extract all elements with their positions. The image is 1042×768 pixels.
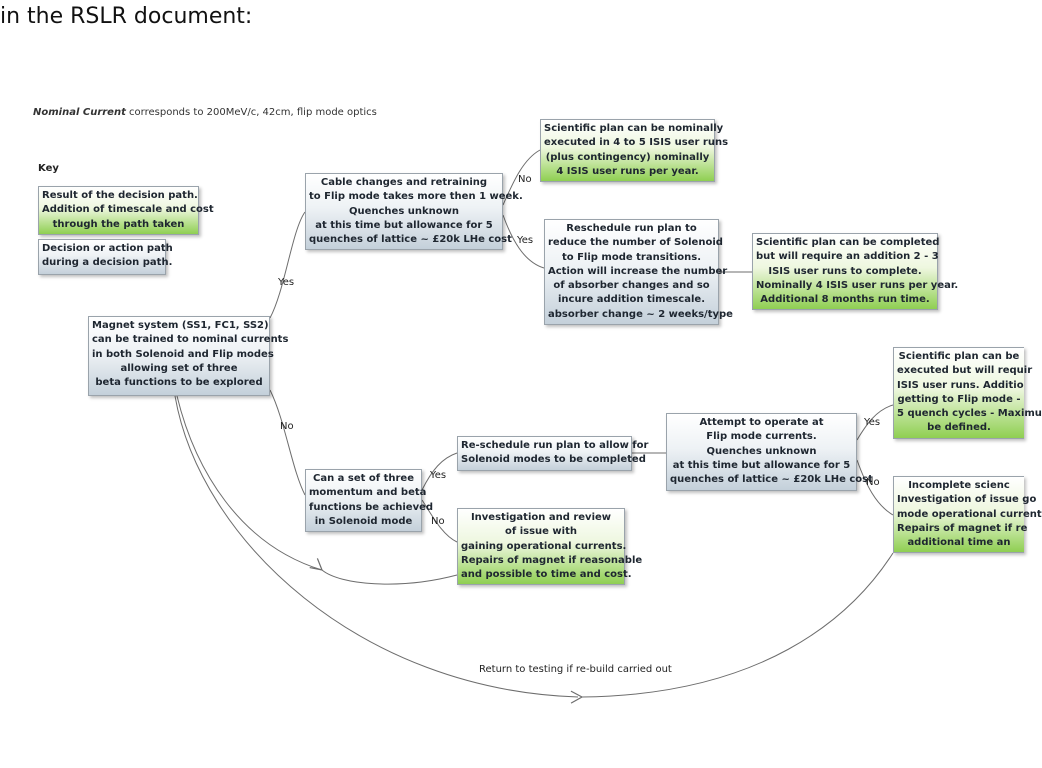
node-investigation: Investigation and review of issue with g… xyxy=(457,508,642,585)
edge-label-three-yes: Yes xyxy=(430,470,447,481)
edge-cable-to-reschedule-flip xyxy=(502,214,545,269)
nominal-current-description: corresponds to 200MeV/c, 42cm, flip mode… xyxy=(125,107,377,118)
node-sci-plan-nominal: Scientific plan can be nominally execute… xyxy=(540,119,728,182)
edge-incomplete-return xyxy=(570,552,894,704)
edge-three-momentum-to-investigation xyxy=(421,499,458,543)
edge-magnet-inner-arc xyxy=(176,395,323,571)
edge-big-return-arc xyxy=(174,395,579,698)
node-sci-plan-partial: Scientific plan can be executed but will… xyxy=(893,347,1042,439)
edge-label-three-no: No xyxy=(431,516,445,527)
page-heading: in the RSLR document: xyxy=(0,4,253,29)
edge-cable-to-sci-nominal xyxy=(502,149,541,206)
edge-label-magnet-yes: Yes xyxy=(278,277,295,288)
edge-magnet-to-cable xyxy=(269,211,306,319)
node-reschedule-flip: Reschedule run plan to reduce the number… xyxy=(544,219,733,325)
edge-label-cable-yes: Yes xyxy=(517,235,534,246)
edge-three-momentum-to-reschedule-solenoid xyxy=(421,452,458,491)
edge-label-attempt-yes: Yes xyxy=(864,417,881,428)
edge-attempt-to-sci-partial xyxy=(856,404,894,441)
node-reschedule-solenoid: Re-schedule run plan to allow for Soleno… xyxy=(457,436,648,471)
node-magnet-system: Magnet system (SS1, FC1, SS2) can be tra… xyxy=(88,316,288,396)
edge-label-return: Return to testing if re-build carried ou… xyxy=(479,664,672,675)
key-decision-box: Decision or action path during a decisio… xyxy=(38,239,173,275)
key-title: Key xyxy=(38,163,59,174)
edge-label-attempt-no: No xyxy=(866,477,880,488)
node-sci-plan-completed: Scientific plan can be completed but wil… xyxy=(752,233,958,310)
node-cable-changes: Cable changes and retraining to Flip mod… xyxy=(305,173,523,250)
edge-investigation-return xyxy=(309,558,458,585)
edge-attempt-to-incomplete xyxy=(856,459,894,516)
nominal-current-note: Nominal Current corresponds to 200MeV/c,… xyxy=(33,107,377,118)
node-attempt-flip: Attempt to operate at Flip mode currents… xyxy=(666,413,873,491)
node-incomplete-science: Incomplete scienc Investigation of issue… xyxy=(893,476,1042,553)
key-result-box: Result of the decision path. Addition of… xyxy=(38,186,214,235)
nominal-current-term: Nominal Current xyxy=(33,107,126,118)
edge-label-magnet-no: No xyxy=(280,421,294,432)
edge-label-cable-no: No xyxy=(518,174,532,185)
node-three-momentum: Can a set of three momentum and beta fun… xyxy=(305,469,433,532)
edge-magnet-to-three-momentum xyxy=(269,389,306,496)
